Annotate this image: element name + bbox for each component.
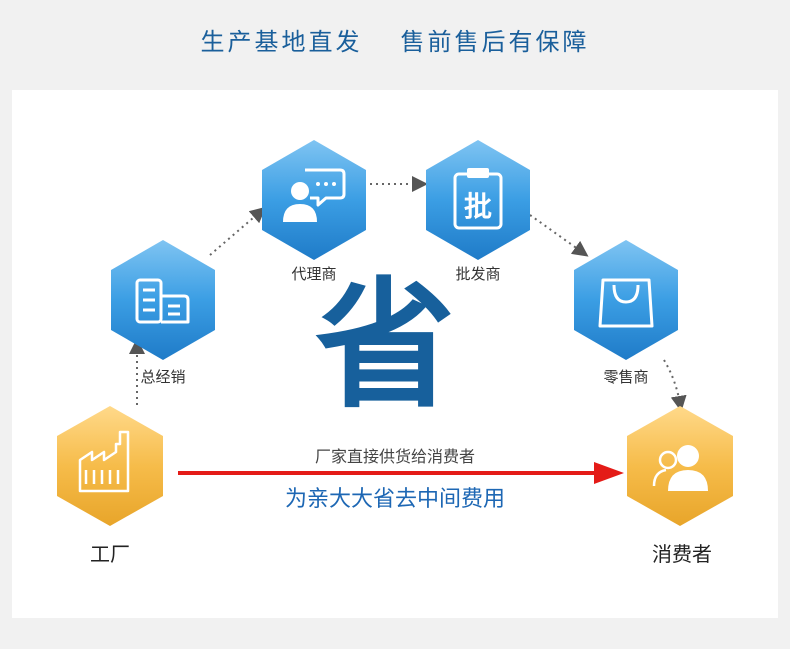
consumer-node (627, 406, 733, 526)
retailer-label: 零售商 (603, 368, 649, 386)
wholesaler-label: 批发商 (455, 265, 501, 283)
save-character: 省 (315, 264, 456, 428)
direct-supply-text: 厂家直接供货给消费者 (314, 447, 475, 466)
svg-text:批: 批 (464, 190, 492, 223)
headline-left: 生产基地直发 (200, 28, 363, 56)
diagram-panel (12, 90, 778, 618)
factory-node (57, 406, 163, 526)
consumer-label: 消费者 (652, 542, 712, 566)
users-icon (652, 445, 708, 491)
clipboard-icon: 批 (453, 168, 503, 230)
wholesaler-node: 批 (426, 140, 530, 260)
headline-right: 售前售后有保障 (400, 28, 590, 56)
connector-distributor-agent (209, 206, 267, 256)
connector-wholesaler-retailer (529, 214, 589, 257)
flow-connectors (129, 176, 687, 412)
page-headline: 生产基地直发 售前售后有保障 (0, 22, 790, 57)
factory-label: 工厂 (90, 542, 130, 566)
shopping-bag-icon (598, 278, 654, 328)
agent-node (262, 140, 366, 260)
agent-label: 代理商 (291, 265, 337, 283)
general-distributor-label: 总经销 (140, 368, 186, 386)
direct-arrow (178, 462, 624, 484)
save-cost-text: 为亲大大省去中间费用 (284, 487, 505, 512)
general-distributor-node (111, 240, 215, 360)
factory-icon (78, 430, 130, 493)
building-icon (135, 278, 190, 324)
connector-retailer-consumer (663, 359, 687, 412)
user-chat-icon (283, 168, 346, 222)
retailer-node (574, 240, 678, 360)
